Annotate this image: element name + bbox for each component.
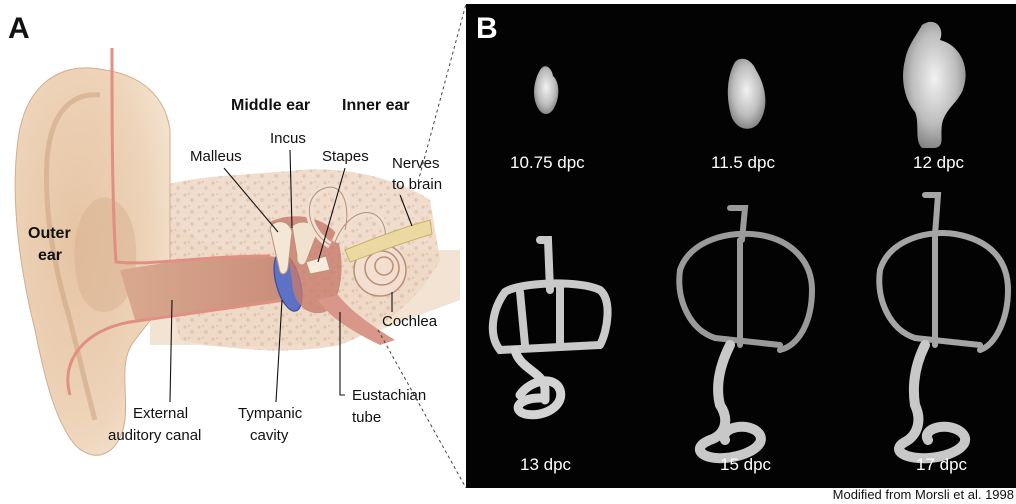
panel-b: B 10.75 dpc 11.5 dpc 12 dpc 13 dpc 15 dp…: [466, 4, 1016, 488]
label-eustachian: Eustachian: [352, 387, 426, 404]
stage-label-5: 15 dpc: [720, 455, 772, 474]
label-external-canal-2: auditory canal: [108, 427, 201, 444]
panel-b-letter: B: [476, 12, 498, 45]
label-incus: Incus: [270, 130, 306, 147]
label-external-canal: External: [133, 405, 188, 422]
label-tympanic: Tympanic: [238, 405, 303, 422]
label-cochlea: Cochlea: [382, 313, 438, 330]
panel-a-letter: A: [8, 12, 30, 45]
label-tympanic-2: cavity: [250, 427, 289, 444]
stage-label-4: 13 dpc: [520, 455, 572, 474]
label-outer-ear: Outer: [28, 225, 71, 242]
pinna-concha: [74, 197, 136, 312]
label-malleus: Malleus: [190, 148, 242, 165]
label-stapes: Stapes: [322, 148, 369, 165]
stage-label-6: 17 dpc: [916, 455, 968, 474]
label-inner-ear: Inner ear: [342, 97, 410, 114]
label-middle-ear: Middle ear: [231, 97, 310, 114]
stage-label-1: 10.75 dpc: [510, 153, 585, 172]
label-nerves: Nerves: [392, 155, 440, 172]
credit-text: Modified from Morsli et al. 1998: [833, 487, 1014, 502]
panel-a: A Outer ear: [8, 12, 460, 455]
label-nerves-2: to brain: [392, 176, 442, 193]
stage-label-3: 12 dpc: [913, 153, 965, 172]
label-outer-ear-2: ear: [38, 247, 62, 264]
stage-label-2: 11.5 dpc: [711, 153, 775, 172]
label-eustachian-2: tube: [352, 409, 381, 426]
